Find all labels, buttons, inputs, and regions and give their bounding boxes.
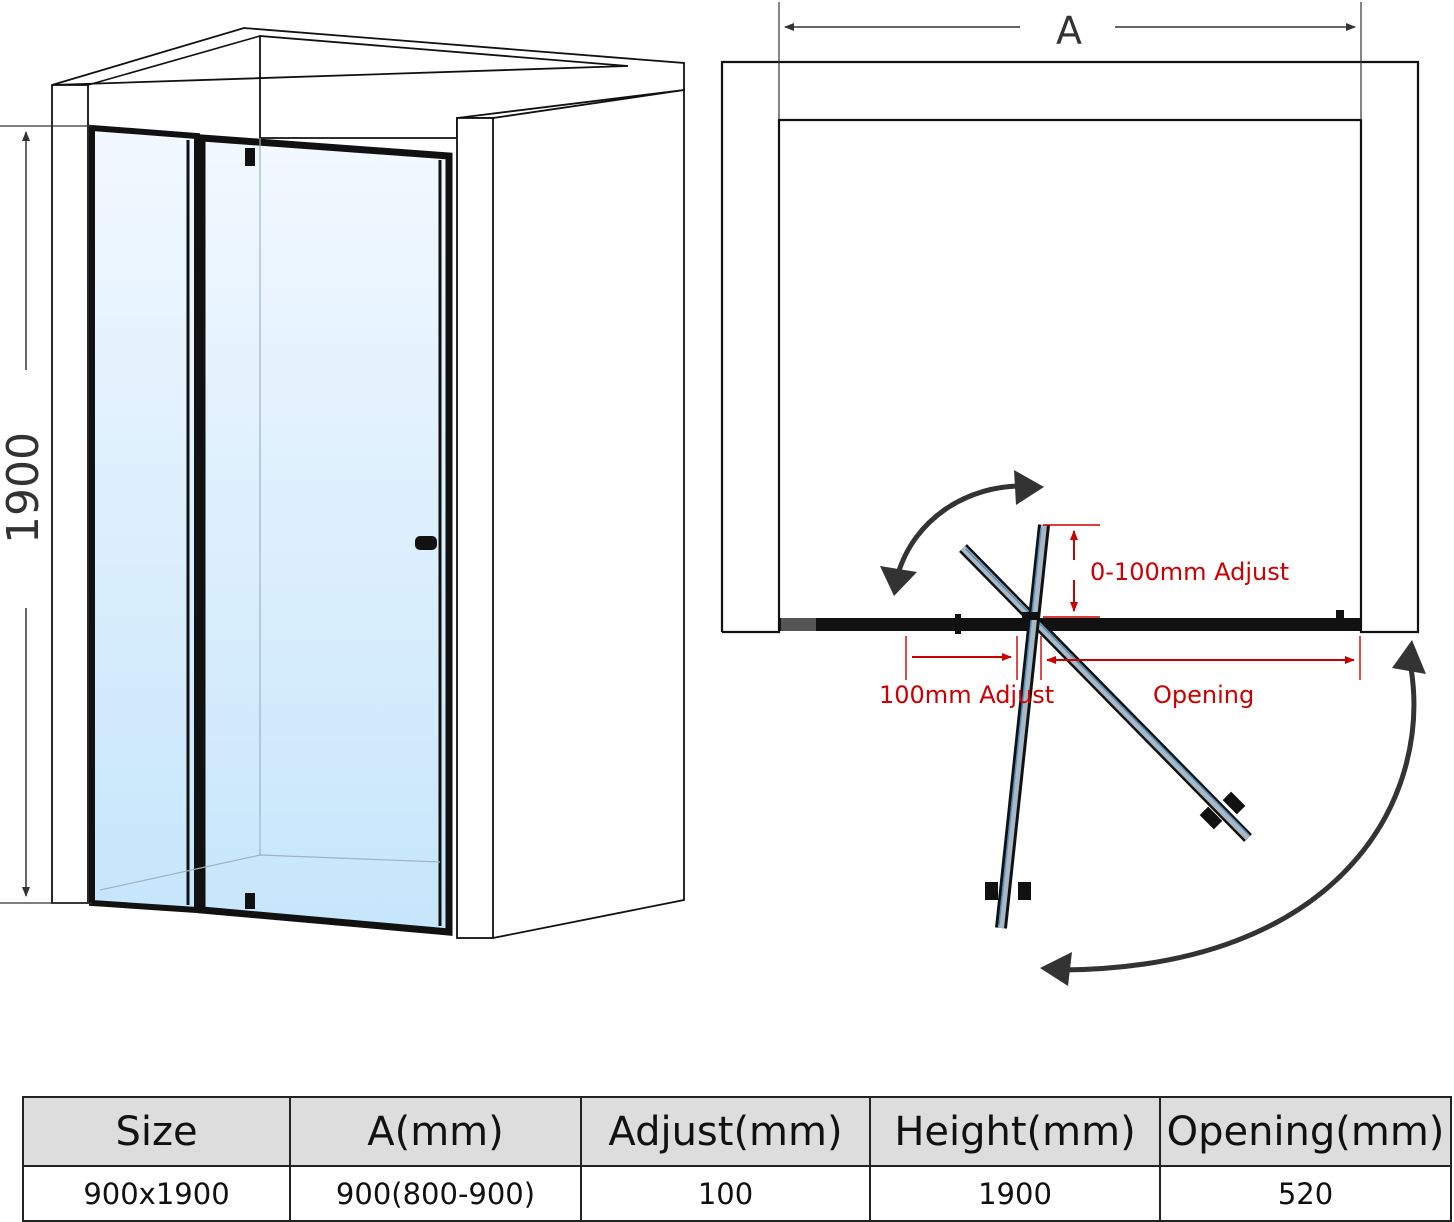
plan-view: A [720, 2, 1426, 986]
right-wall [456, 117, 494, 939]
door-closed-line [779, 618, 1361, 631]
width-label: A [1056, 9, 1082, 53]
cell-height: 1900 [869, 1165, 1161, 1222]
door-handle-icon [415, 536, 437, 550]
door-open-vertical [985, 524, 1050, 929]
plan-walls [720, 60, 1420, 634]
swing-arrow-outward [1061, 667, 1417, 973]
cell-opening: 520 [1159, 1165, 1452, 1222]
cell-adjust: 100 [580, 1165, 871, 1222]
top-pivot [245, 148, 255, 166]
spec-table: Size A(mm) Adjust(mm) Height(mm) Opening… [22, 1096, 1452, 1222]
header-size: Size [22, 1096, 291, 1167]
adjust-bottom-label: 100mm Adjust [879, 681, 1054, 709]
height-label: 1900 [0, 432, 49, 544]
door-glass-panel [198, 134, 453, 936]
spec-table-header-row: Size A(mm) Adjust(mm) Height(mm) Opening… [22, 1096, 1452, 1167]
door-open-diagonal [959, 544, 1252, 842]
header-adjust: Adjust(mm) [580, 1096, 871, 1167]
enclosure-3d: 1900 [0, 27, 685, 939]
cell-a: 900(800-900) [289, 1165, 582, 1222]
swing-arrow-inward [895, 483, 1029, 575]
cell-size: 900x1900 [22, 1165, 291, 1222]
header-opening: Opening(mm) [1159, 1096, 1452, 1167]
shower-door-diagram: 1900 A [0, 2, 1426, 986]
header-height: Height(mm) [869, 1096, 1161, 1167]
back-wall [51, 27, 685, 139]
left-wall [51, 84, 89, 904]
bottom-pivot [245, 893, 255, 909]
table-row: 900x1900 900(800-900) 100 1900 520 [22, 1165, 1452, 1222]
opening-label: Opening [1153, 681, 1254, 709]
adjust-top-label: 0-100mm Adjust [1090, 558, 1289, 586]
header-a: A(mm) [289, 1096, 582, 1167]
fixed-glass-panel [89, 124, 200, 914]
